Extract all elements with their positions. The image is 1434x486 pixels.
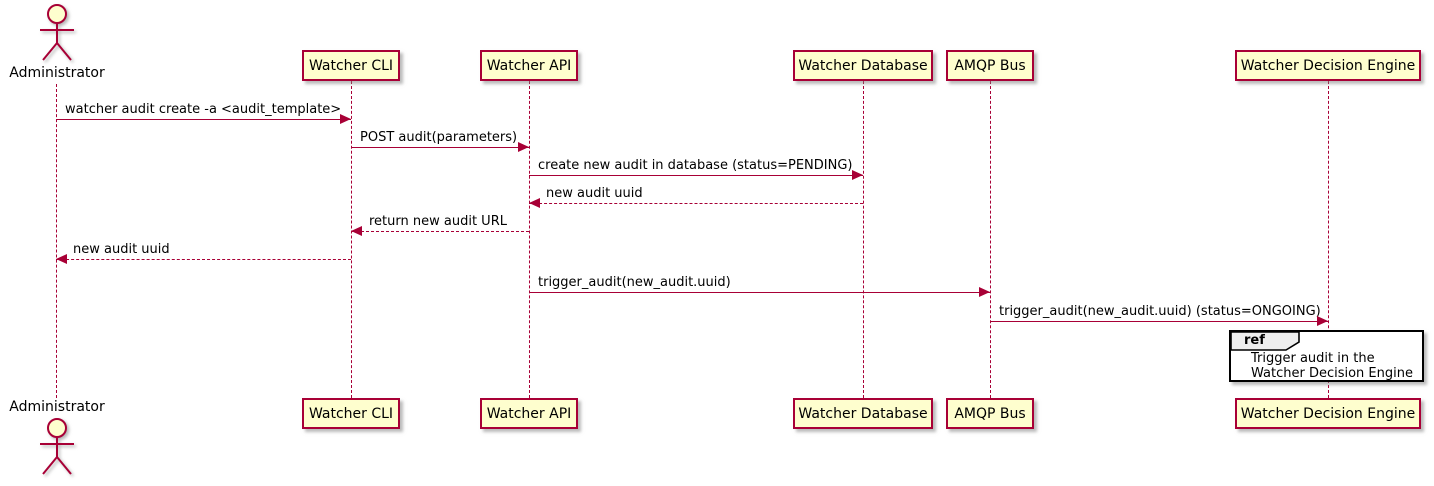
ref-text-line-2: Watcher Decision Engine	[1251, 366, 1413, 381]
participant-watcher-api-top: Watcher API	[480, 50, 578, 81]
arrowhead-left-icon	[351, 226, 362, 236]
message-line	[351, 147, 529, 148]
actor-icon	[40, 418, 74, 475]
participant-amqp-bus-top: AMQP Bus	[946, 50, 1034, 81]
message-line	[529, 203, 863, 204]
participant-amqp-bus-bottom: AMQP Bus	[946, 398, 1034, 429]
message-line	[351, 231, 529, 232]
ref-text-line-1: Trigger audit in the	[1251, 351, 1375, 366]
message-label: POST audit(parameters)	[360, 130, 518, 145]
message-label: new audit uuid	[73, 242, 170, 257]
actor-icon	[40, 4, 74, 61]
participant-watcher-decision-engine-top: Watcher Decision Engine	[1235, 50, 1421, 81]
ref-keyword: ref	[1244, 333, 1265, 348]
lifeline-watcher-database	[863, 81, 864, 398]
message-line	[56, 259, 351, 260]
participant-watcher-database-top: Watcher Database	[793, 50, 933, 81]
lifeline-administrator	[56, 84, 57, 398]
lifeline-watcher-decision-engine	[1328, 81, 1329, 398]
lifeline-watcher-cli	[351, 81, 352, 398]
message-line	[56, 119, 351, 120]
actor-label-top: Administrator	[9, 65, 105, 81]
lifeline-watcher-api	[529, 81, 530, 398]
ref-fragment: ref Trigger audit in the Watcher Decisio…	[1229, 330, 1424, 382]
message-label: trigger_audit(new_audit.uuid)	[538, 275, 731, 290]
actor-label-bottom: Administrator	[9, 399, 105, 415]
message-line	[990, 321, 1328, 322]
arrowhead-left-icon	[529, 198, 540, 208]
arrowhead-left-icon	[56, 254, 67, 264]
arrowhead-right-icon	[852, 170, 863, 180]
participant-watcher-cli-bottom: Watcher CLI	[302, 398, 400, 429]
message-label: watcher audit create -a <audit_template>	[65, 102, 342, 117]
message-label: create new audit in database (status=PEN…	[538, 158, 853, 173]
message-line	[529, 175, 863, 176]
arrowhead-right-icon	[518, 142, 529, 152]
participant-watcher-cli-top: Watcher CLI	[302, 50, 400, 81]
arrowhead-right-icon	[1317, 316, 1328, 326]
message-label: trigger_audit(new_audit.uuid) (status=ON…	[999, 304, 1321, 319]
message-label: return new audit URL	[369, 214, 507, 229]
participant-watcher-api-bottom: Watcher API	[480, 398, 578, 429]
participant-watcher-database-bottom: Watcher Database	[793, 398, 933, 429]
arrowhead-right-icon	[979, 287, 990, 297]
message-line	[529, 292, 990, 293]
message-label: new audit uuid	[546, 186, 643, 201]
ref-header-shape	[1230, 331, 1300, 351]
lifeline-amqp-bus	[990, 81, 991, 398]
arrowhead-right-icon	[340, 114, 351, 124]
participant-watcher-decision-engine-bottom: Watcher Decision Engine	[1235, 398, 1421, 429]
